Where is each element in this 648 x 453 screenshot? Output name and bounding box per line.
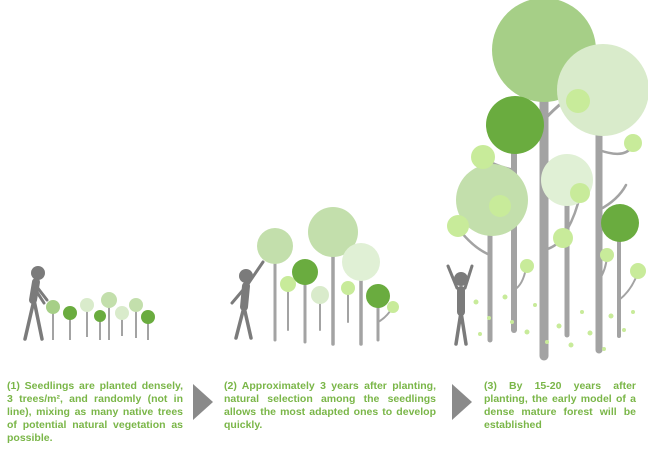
tree-crown	[471, 145, 495, 169]
tree-crown	[486, 96, 544, 154]
falling-leaves	[473, 294, 635, 351]
tree-crown	[601, 204, 639, 242]
tree-crown	[447, 215, 469, 237]
step-arrow-icon	[193, 384, 213, 420]
seedling-crown	[63, 306, 77, 320]
stage-2-young-trees	[230, 207, 399, 346]
step-arrow-icon	[452, 384, 472, 420]
tree-crown	[280, 276, 296, 292]
step-1-caption: (1) Seedlings are planted densely, 3 tre…	[7, 380, 183, 444]
seedling-crown	[101, 292, 117, 308]
tree-crown	[366, 284, 390, 308]
tree-crown	[553, 228, 573, 248]
tree-crown	[341, 281, 355, 295]
person-celebrating-icon	[446, 264, 474, 346]
tree-crown	[630, 263, 646, 279]
stage-1-seedlings	[23, 266, 155, 341]
tree-crown	[387, 301, 399, 313]
tree-crown	[342, 243, 380, 281]
tree-crown	[570, 183, 590, 203]
seedling-crown	[141, 310, 155, 324]
seedling-crown	[94, 310, 106, 322]
step-3-caption: (3) By 15-20 years after planting, the e…	[484, 380, 636, 431]
tree-crown	[566, 89, 590, 113]
person-reaching-icon	[230, 260, 265, 340]
seedling-crown	[80, 298, 94, 312]
tree-crown	[489, 195, 511, 217]
seedling-crown	[46, 300, 60, 314]
seedling-crown	[129, 298, 143, 312]
seedling-crown	[115, 306, 129, 320]
tree-crown	[308, 207, 358, 257]
stage-3-mature-forest	[446, 0, 648, 361]
person-planting-icon	[23, 266, 49, 341]
tree-crown	[292, 259, 318, 285]
tree-crown	[557, 44, 648, 136]
tree-crown	[311, 286, 329, 304]
tree-crown	[257, 228, 293, 264]
tree-crown	[520, 259, 534, 273]
tree-crown	[600, 248, 614, 262]
step-2-caption: (2) Approximately 3 years after planting…	[224, 380, 436, 431]
tree-crown	[624, 134, 642, 152]
